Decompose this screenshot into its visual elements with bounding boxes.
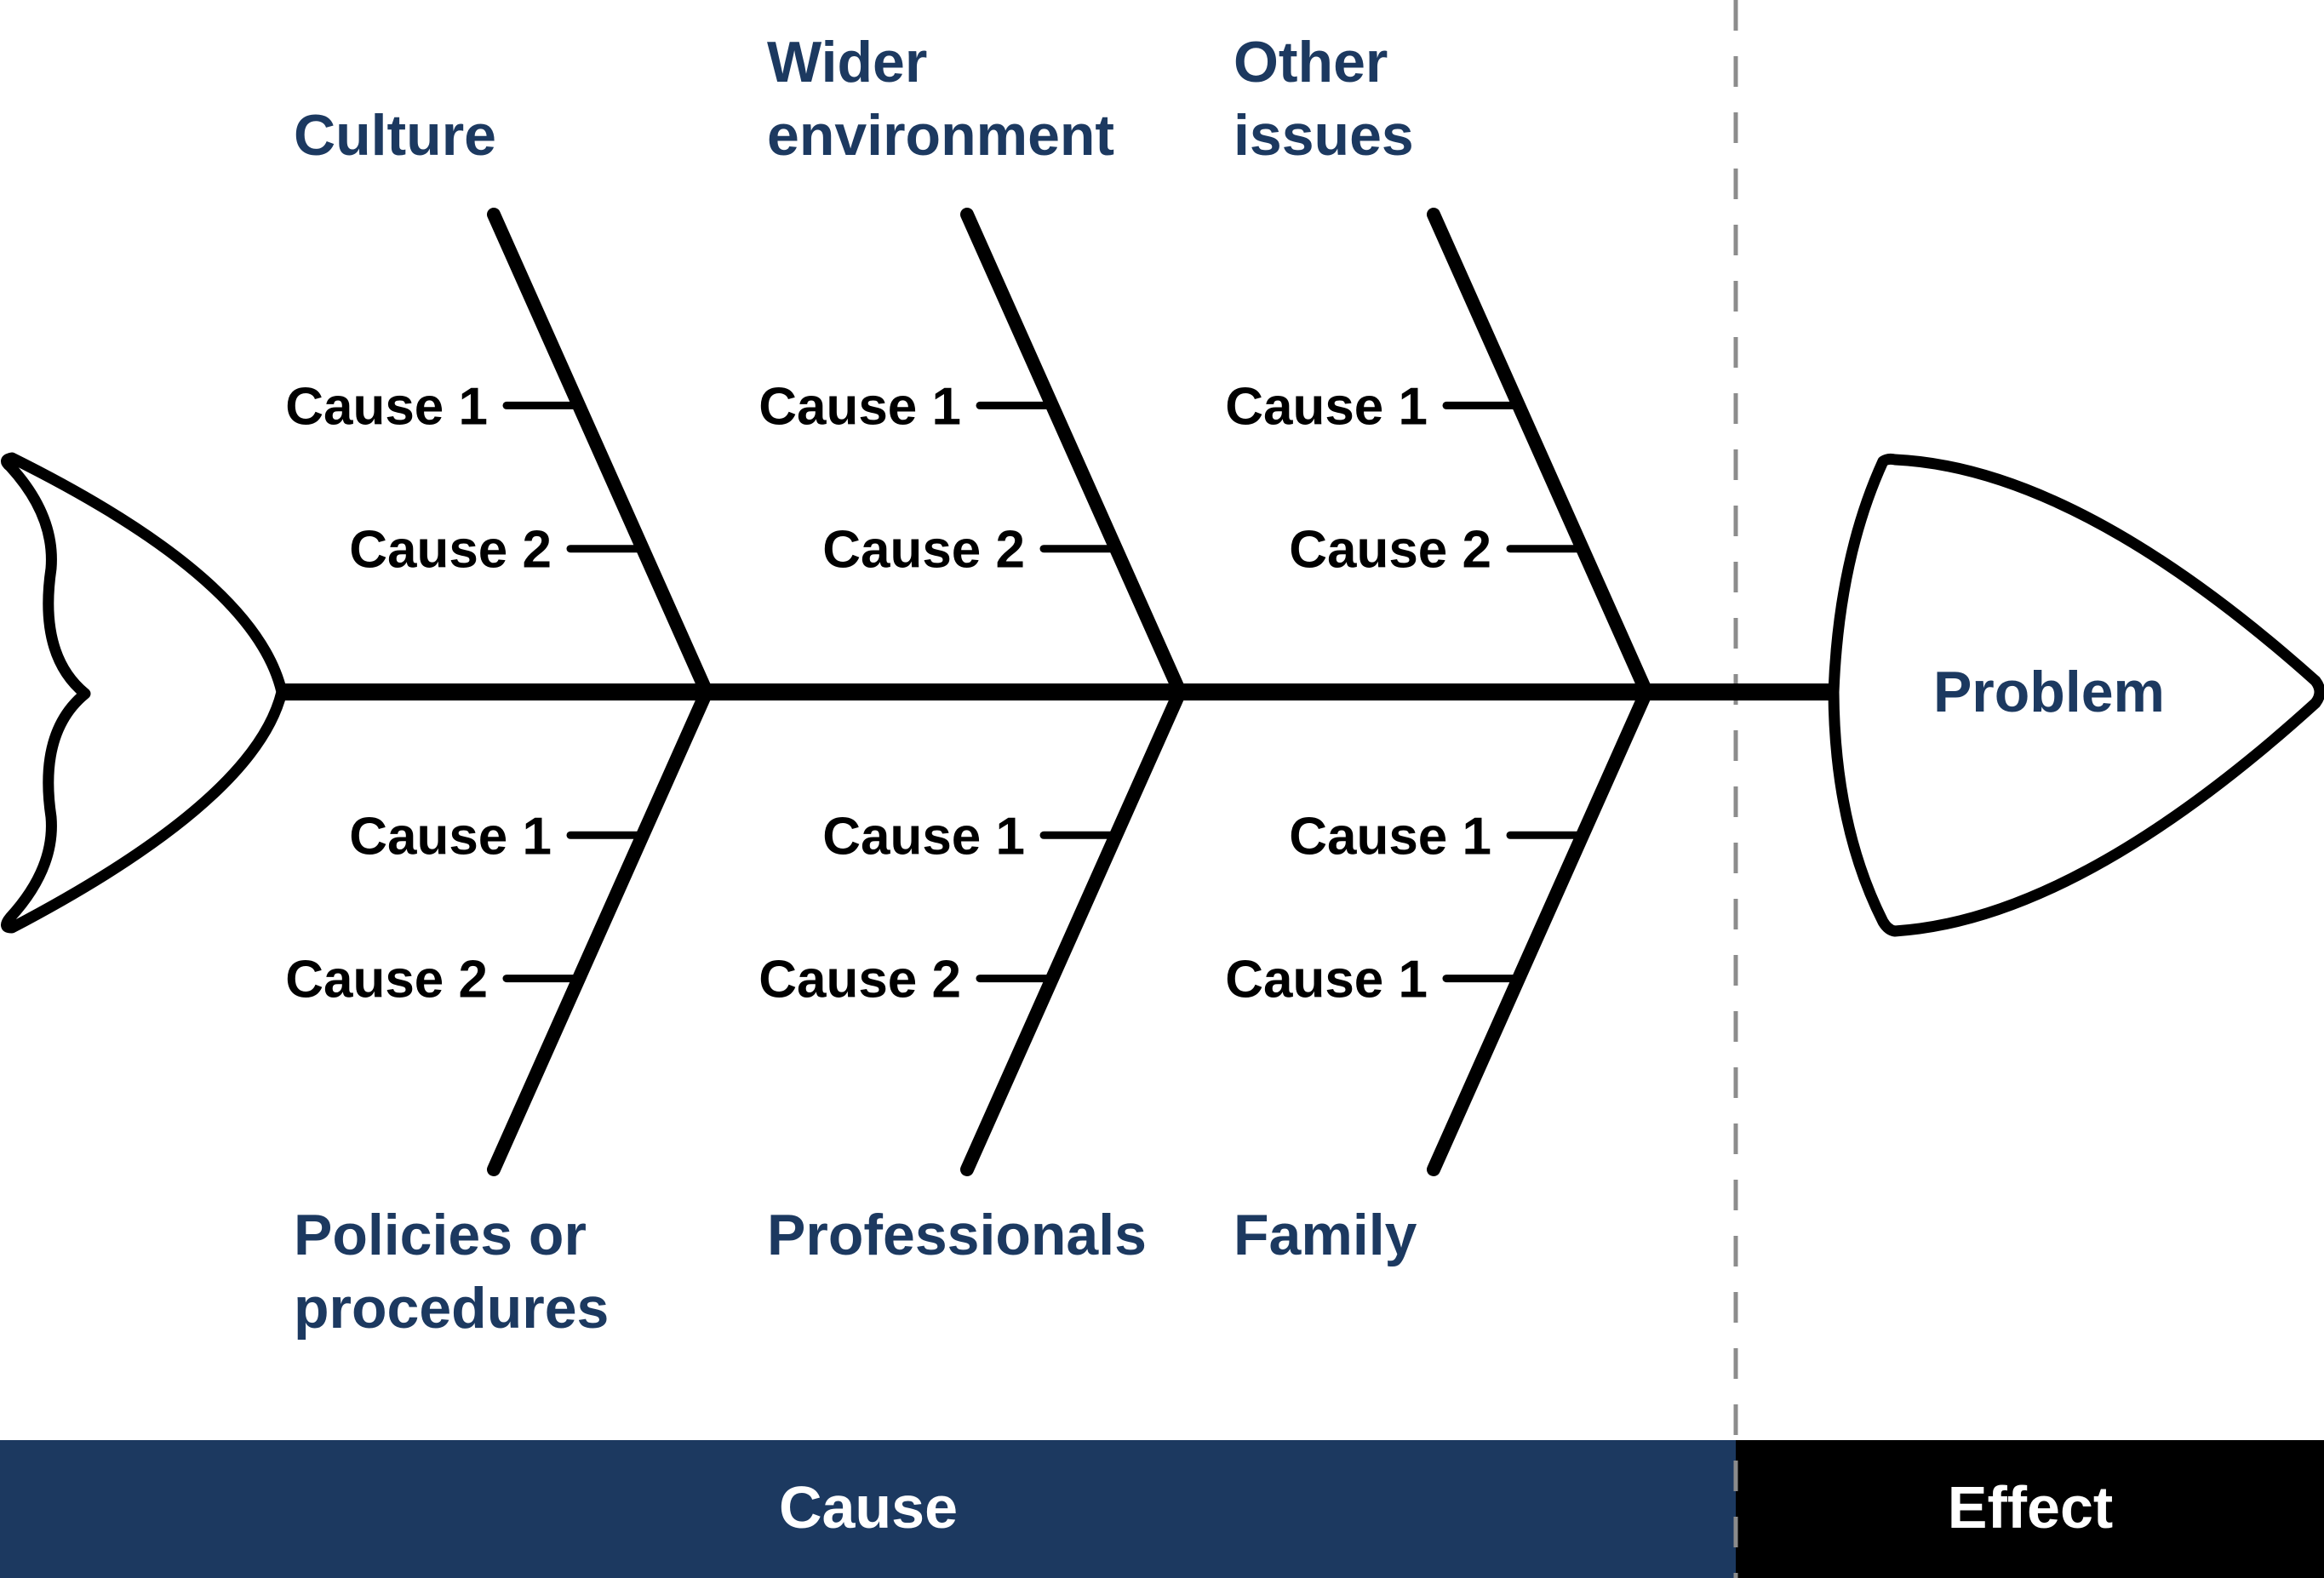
bottom-bone-3 bbox=[1427, 685, 1653, 1176]
top-cause-label: Cause 2 bbox=[349, 521, 552, 580]
top-category-label: environment bbox=[767, 103, 1114, 168]
top-category-label: Culture bbox=[294, 103, 496, 168]
fish-tail-icon bbox=[1, 452, 288, 934]
bottom-bone-2 bbox=[960, 685, 1187, 1176]
top-category-label: Wider bbox=[767, 30, 927, 94]
bottom-category-label: Family bbox=[1234, 1203, 1417, 1267]
top-bone-2 bbox=[960, 208, 1187, 699]
top-cause-label: Cause 2 bbox=[822, 521, 1025, 580]
effect-band-label: Effect bbox=[1948, 1474, 2113, 1541]
cause-band bbox=[0, 1440, 1736, 1578]
bottom-cause-label: Cause 1 bbox=[822, 807, 1025, 866]
cause-band-label: Cause bbox=[779, 1474, 958, 1541]
bottom-cause-label: Cause 2 bbox=[285, 951, 488, 1009]
bottom-category-label: Policies or bbox=[294, 1203, 587, 1267]
bones-group bbox=[487, 208, 1653, 1176]
bottom-cause-label: Cause 1 bbox=[1289, 807, 1491, 866]
bottom-category-label: Professionals bbox=[767, 1203, 1147, 1267]
fish-head-icon bbox=[1828, 453, 2324, 937]
top-bone-1 bbox=[487, 208, 713, 699]
top-category-label: issues bbox=[1234, 103, 1414, 168]
bottom-cause-label: Cause 1 bbox=[349, 807, 552, 866]
bottom-bone-1 bbox=[487, 685, 713, 1176]
top-cause-label: Cause 1 bbox=[1225, 377, 1428, 436]
top-cause-label: Cause 1 bbox=[285, 377, 488, 436]
top-category-label: Other bbox=[1234, 30, 1388, 94]
top-bone-3 bbox=[1427, 208, 1653, 699]
bottom-cause-label: Cause 1 bbox=[1225, 951, 1428, 1009]
top-cause-label: Cause 2 bbox=[1289, 521, 1491, 580]
bottom-cause-label: Cause 2 bbox=[758, 951, 961, 1009]
problem-label: Problem bbox=[1933, 660, 2165, 724]
bottom-category-label: procedures bbox=[294, 1276, 609, 1341]
effect-band bbox=[1736, 1440, 2324, 1578]
top-cause-label: Cause 1 bbox=[758, 377, 961, 436]
